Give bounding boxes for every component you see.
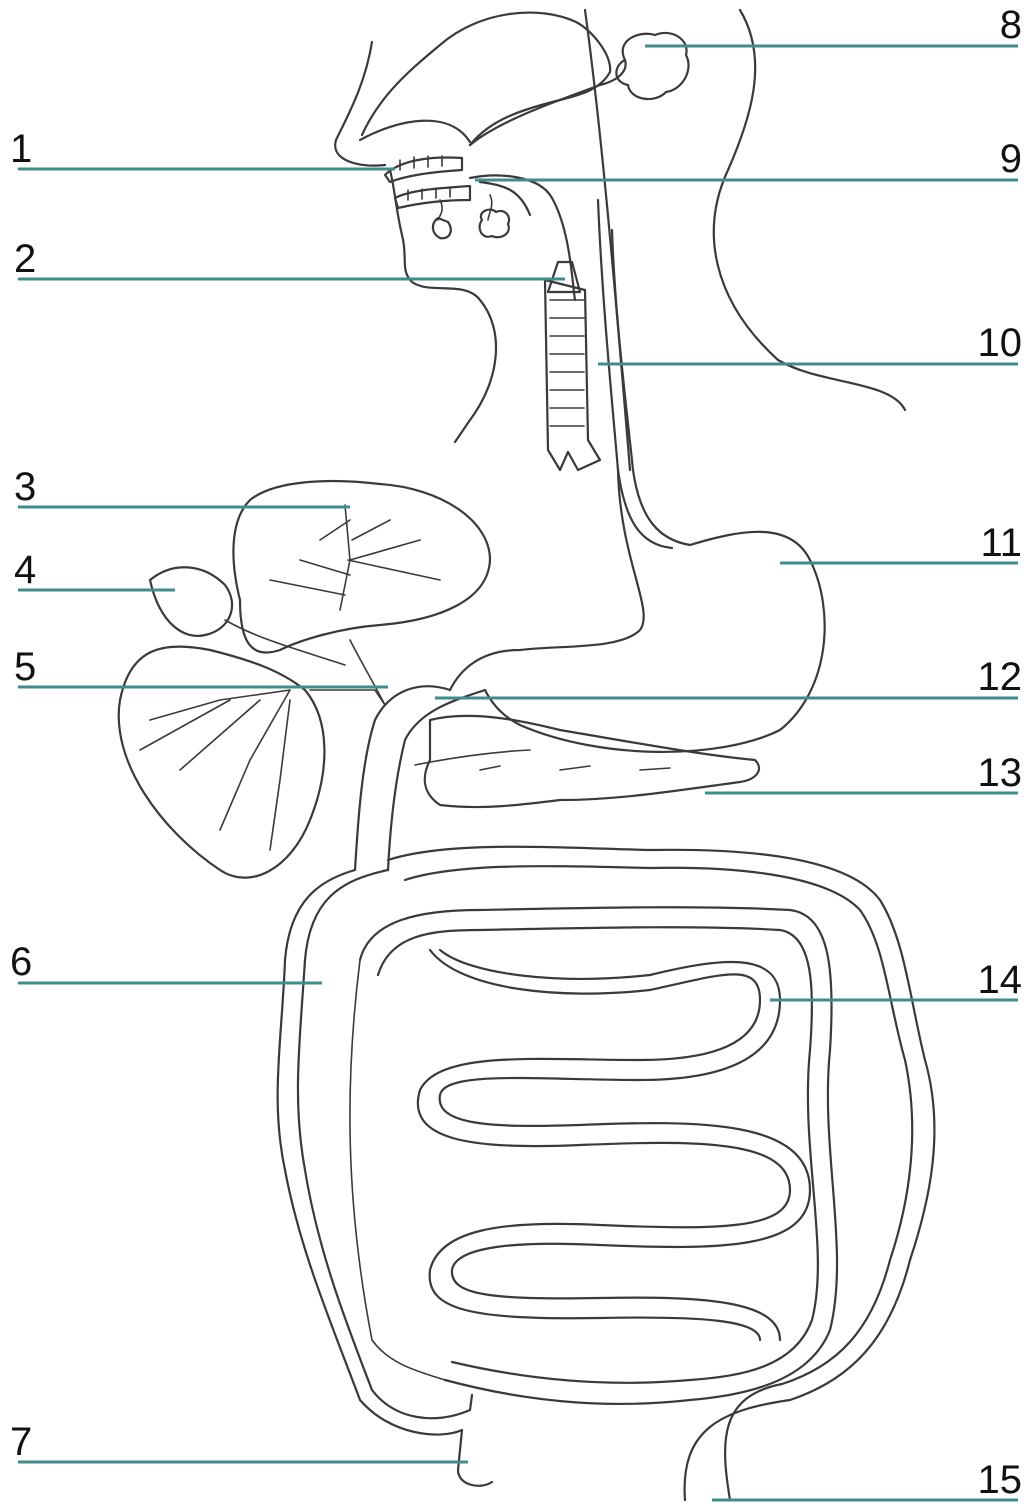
head-outline [335,10,905,470]
small-intestine [350,907,837,1404]
liver [119,481,490,878]
label-6: 6 [10,940,32,984]
label-13: 13 [978,751,1023,795]
label-7: 7 [10,1420,32,1464]
bile-duct [310,640,385,705]
label-11: 11 [980,521,1022,565]
label-14: 14 [978,958,1023,1002]
label-12: 12 [978,655,1023,699]
stomach [450,470,825,752]
duodenum [355,686,485,870]
large-intestine [278,847,935,1500]
label-2: 2 [14,237,36,281]
esophagus-and-trachea [545,200,672,548]
salivary-gland-upper [470,33,689,145]
label-5: 5 [14,645,36,689]
label-4: 4 [14,548,36,592]
label-1: 1 [10,127,32,171]
label-8: 8 [1000,3,1022,47]
gallbladder [150,567,345,665]
label-10: 10 [978,321,1023,365]
label-9: 9 [1000,137,1022,181]
label-15: 15 [978,1458,1023,1502]
label-3: 3 [14,465,36,509]
